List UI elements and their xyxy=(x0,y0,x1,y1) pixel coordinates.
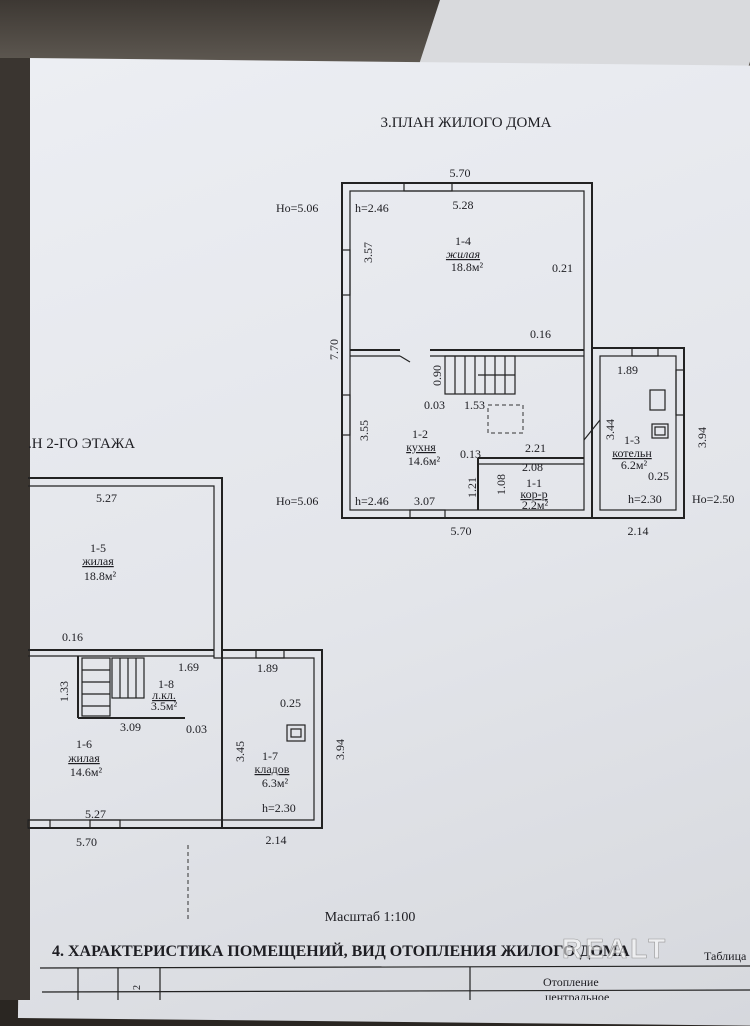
annex-window xyxy=(675,369,685,416)
room-1-6-area: 14.6м² xyxy=(70,765,103,779)
level2-h-annex: h=2.30 xyxy=(262,801,296,815)
stair-treads-2 xyxy=(82,658,137,707)
table-col-num: 2 xyxy=(132,985,143,990)
level-ho-bottom: Ho=5.06 xyxy=(276,494,318,508)
stove-icon-2-inner xyxy=(290,728,302,738)
room-1-1-name: кор-р xyxy=(520,487,547,501)
dim-room14-right: 0.21 xyxy=(552,261,573,275)
room-1-7-number: 1-7 xyxy=(262,749,278,763)
dim-room12-left: 3.55 xyxy=(357,420,371,441)
stove-icon xyxy=(651,423,669,439)
table-label: Таблица xyxy=(704,949,747,963)
stove-icon-2 xyxy=(286,724,306,742)
dim-corr-c: 1.08 xyxy=(494,474,508,495)
second-floor-title: .Н 2-ГО ЭТАЖА xyxy=(28,436,135,452)
dim-partition: 0.16 xyxy=(530,327,551,341)
dim-corr-a: 0.13 xyxy=(460,447,481,461)
dim-top-inner: 5.28 xyxy=(453,198,474,212)
floor-plan-drawing: 3.ПЛАН ЖИЛОГО ДОМА 5.70 5.28 Ho=5.06 h=2… xyxy=(27,115,750,1000)
dim2-stair-h: 1.33 xyxy=(57,681,71,702)
room-1-5-number: 1-5 xyxy=(90,541,106,555)
room-1-6-number: 1-6 xyxy=(76,737,92,751)
dim2-partition: 0.16 xyxy=(62,630,83,644)
dim-annex-left: 3.44 xyxy=(603,419,617,440)
scale-label: Масштаб 1:100 xyxy=(325,910,416,925)
level-h-bottom: h=2.46 xyxy=(355,494,389,508)
dim-left-outer: 7.70 xyxy=(327,339,341,360)
hatch-dashed xyxy=(487,404,524,434)
room-1-6-name: жилая xyxy=(67,751,100,765)
stair-flight-left xyxy=(81,657,111,717)
dim2-bottom-outer: 5.70 xyxy=(76,835,97,849)
stove-icon-inner xyxy=(654,426,666,436)
main-plan-title: 3.ПЛАН ЖИЛОГО ДОМА xyxy=(380,115,551,131)
dim-bottom-outer: 5.70 xyxy=(451,524,472,538)
dim2-annex-left: 3.45 xyxy=(233,741,247,762)
dim2-stair-gap: 0.03 xyxy=(186,722,207,736)
room-1-1-area: 2.2м² xyxy=(522,498,549,512)
table-heating-header: Отопление xyxy=(543,975,599,989)
window-bottom xyxy=(409,509,446,519)
dim2-top-inner: 5.27 xyxy=(96,491,117,505)
window-top xyxy=(403,182,453,192)
realt-watermark: REALT xyxy=(562,933,668,964)
dim-stair-w: 0.90 xyxy=(430,365,444,386)
dim-stair-b: 1.53 xyxy=(464,398,485,412)
second-window-bottom xyxy=(27,819,51,829)
level-h-annex: h=2.30 xyxy=(628,492,662,506)
dim2-room16-w: 3.09 xyxy=(120,720,141,734)
room-1-3-area: 6.2м² xyxy=(621,458,648,472)
annex-window-top xyxy=(631,347,659,357)
window-left xyxy=(341,249,351,296)
stair-treads xyxy=(454,356,515,394)
room-1-7-area: 6.3м² xyxy=(262,776,289,790)
room-1-8-number: 1-8 xyxy=(158,677,174,691)
table-central: центральное xyxy=(545,990,609,1000)
second-annex-window xyxy=(255,649,285,659)
room-1-5-area: 18.8м² xyxy=(84,569,117,583)
room-1-3-number: 1-3 xyxy=(624,433,640,447)
room-1-8-area: 3.5м² xyxy=(151,699,178,713)
dim-corr-inner: 2.08 xyxy=(522,460,543,474)
dim2-bottom-inner: 5.27 xyxy=(85,807,106,821)
dim-annex-bottom: 2.14 xyxy=(628,524,649,538)
room-1-1-number: 1-1 xyxy=(526,476,542,490)
dim2-annex-bottom: 2.14 xyxy=(266,833,287,847)
door-swing xyxy=(399,355,411,363)
dim2-annex-top: 1.89 xyxy=(257,661,278,675)
window-left-lower xyxy=(341,394,351,436)
dim-annex-wall: 0.25 xyxy=(648,469,669,483)
dim-annex-top: 1.89 xyxy=(617,363,638,377)
table-frame xyxy=(39,965,750,1000)
room-1-2-number: 1-2 xyxy=(412,427,428,441)
dim2-annex-right: 3.94 xyxy=(333,739,347,760)
dim-annex-right: 3.94 xyxy=(695,427,709,448)
room-1-4-name: жилая xyxy=(446,247,481,261)
room-1-5-name: жилая xyxy=(81,554,114,568)
left-shadow xyxy=(0,58,30,1000)
boiler-icon xyxy=(649,389,666,411)
dim-corr-b: 1.21 xyxy=(465,477,479,498)
dim2-annex-wall: 0.25 xyxy=(280,696,301,710)
level-h-top: h=2.46 xyxy=(355,201,389,215)
room-1-3-name: котельн xyxy=(612,446,652,460)
room-1-2-area: 14.6м² xyxy=(408,454,441,468)
level-ho-top: Ho=5.06 xyxy=(276,201,318,215)
room-1-8-name: л.кл. xyxy=(152,688,176,702)
second-window-bottom-2 xyxy=(89,819,121,829)
room-1-4-area: 18.8м² xyxy=(451,260,484,274)
room-1-4-number: 1-4 xyxy=(455,234,471,248)
dim-top-outer: 5.70 xyxy=(450,166,471,180)
dim-room14-height: 3.57 xyxy=(361,242,375,263)
section4-title: 4. ХАРАКТЕРИСТИКА ПОМЕЩЕНИЙ, ВИД ОТОПЛЕН… xyxy=(52,941,630,960)
dim-bottom-inner: 3.07 xyxy=(414,494,435,508)
level-ho-annex: Ho=2.50 xyxy=(692,492,734,506)
room-1-7-name: кладов xyxy=(255,762,290,776)
room-1-2-name: кухня xyxy=(406,440,436,454)
dim-corr-top: 2.21 xyxy=(525,441,546,455)
dim-stair-a: 0.03 xyxy=(424,398,445,412)
dim2-stair-w: 1.69 xyxy=(178,660,199,674)
